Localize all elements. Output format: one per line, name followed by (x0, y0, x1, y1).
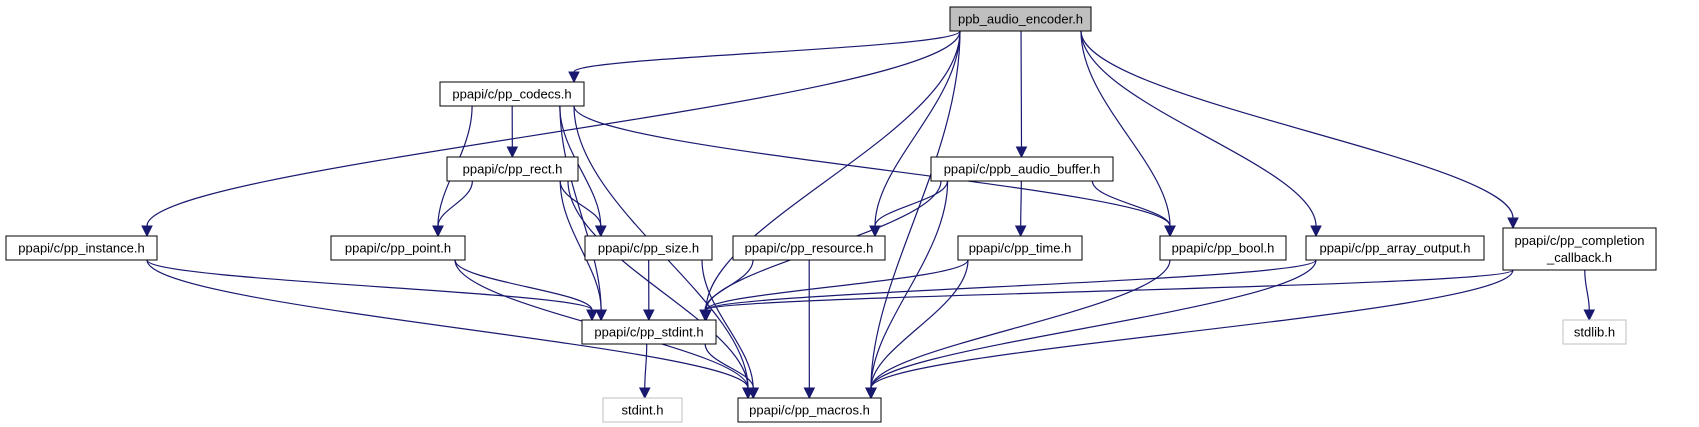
node-box (1502, 227, 1657, 271)
edge-root-to-array_output (1080, 30, 1322, 238)
edge-root-to-resource (869, 30, 961, 238)
edge-rect-to-macros (567, 180, 754, 400)
node-label: stdint.h (622, 403, 664, 418)
edge-stdint_pp-to-macros (704, 343, 760, 400)
node-completion[interactable]: ppapi/c/pp_completion _callback.h (1502, 227, 1657, 271)
arrowhead (869, 225, 881, 238)
arrowhead (865, 387, 877, 400)
arrowhead (1583, 309, 1596, 322)
node-instance[interactable]: ppapi/c/pp_instance.h (5, 235, 158, 261)
arrowhead (595, 309, 608, 322)
node-box (584, 235, 713, 261)
node-bool[interactable]: ppapi/c/pp_bool.h (1159, 235, 1287, 261)
edge-root-to-codecs (568, 30, 961, 84)
arrowhead (1014, 225, 1027, 238)
arrowhead (1310, 225, 1322, 238)
arrowhead (1507, 217, 1519, 230)
edge-audio_buffer-to-time (1014, 180, 1027, 238)
node-codecs[interactable]: ppapi/c/pp_codecs.h (439, 81, 585, 107)
edge-audio_buffer-to-resource (869, 180, 949, 238)
edge-stdint_pp-to-stdint (638, 343, 651, 400)
node-point[interactable]: ppapi/c/pp_point.h (330, 235, 466, 261)
edge-array_output-to-stdint_pp (700, 259, 1317, 322)
node-box (957, 235, 1083, 261)
edge-audio_buffer-to-bool (1091, 180, 1176, 238)
node-label: ppb_audio_encoder.h (958, 12, 1083, 27)
arrowhead (568, 71, 580, 84)
edge-size-to-stdint_pp (643, 259, 655, 322)
node-box (1305, 235, 1485, 261)
arrowhead (506, 146, 519, 159)
node-time[interactable]: ppapi/c/pp_time.h (957, 235, 1083, 261)
arrowhead (747, 387, 760, 400)
edge-resource-to-macros (803, 259, 816, 400)
node-label: ppapi/c/pp_bool.h (1172, 241, 1275, 256)
node-box (5, 235, 158, 261)
node-audio-buffer[interactable]: ppapi/c/ppb_audio_buffer.h (930, 156, 1114, 182)
node-box (446, 156, 579, 182)
edge-root-to-completion (1080, 30, 1519, 230)
node-label: ppapi/c/pp_resource.h (745, 241, 874, 256)
arrowhead (643, 309, 655, 322)
node-label: ppapi/c/pp_instance.h (18, 241, 144, 256)
edge-rect-to-point (432, 180, 474, 238)
arrowhead (595, 225, 607, 238)
edge-array_output-to-macros (865, 259, 1317, 400)
node-box (581, 319, 717, 345)
node-box (737, 397, 882, 423)
node-label: ppapi/c/pp_codecs.h (452, 87, 571, 102)
arrowhead (700, 309, 712, 322)
nodes-layer: ppb_audio_encoder.h ppapi/c/pp_codecs.hpp… (5, 6, 1657, 423)
edge-completion-to-macros (865, 269, 1514, 400)
arrowhead (803, 387, 816, 400)
edge-completion-to-stdlib (1583, 269, 1596, 322)
node-box (1562, 319, 1627, 345)
node-macros[interactable]: ppapi/c/pp_macros.h (737, 397, 882, 423)
arrowhead (141, 225, 153, 238)
edge-rect-to-size (559, 180, 607, 238)
node-box (439, 81, 585, 107)
node-label: ppapi/c/pp_completion (1514, 233, 1644, 248)
node-label: ppapi/c/pp_rect.h (463, 162, 563, 177)
arrowhead (586, 309, 598, 322)
node-label: ppapi/c/pp_time.h (969, 241, 1072, 256)
edge-instance-to-stdint_pp (146, 259, 598, 322)
node-rect[interactable]: ppapi/c/pp_rect.h (446, 156, 579, 182)
node-label: stdlib.h (1574, 325, 1615, 340)
node-label: ppapi/c/pp_stdint.h (594, 325, 703, 340)
edge-rect-to-stdint_pp (559, 180, 608, 322)
edge-root-to-stdint_pp (700, 30, 961, 322)
node-label: ppapi/c/ppb_audio_buffer.h (944, 162, 1101, 177)
node-box (732, 235, 886, 261)
node-label: ppapi/c/pp_array_output.h (1319, 241, 1470, 256)
edge-completion-to-stdint_pp (700, 269, 1514, 322)
edges-layer (141, 30, 1596, 400)
node-label: _callback.h (1546, 250, 1612, 265)
node-resource[interactable]: ppapi/c/pp_resource.h (732, 235, 886, 261)
node-box (330, 235, 466, 261)
node-root[interactable]: ppb_audio_encoder.h (949, 6, 1092, 32)
node-array-output[interactable]: ppapi/c/pp_array_output.h (1305, 235, 1485, 261)
edge-codecs-to-rect (506, 105, 519, 159)
edge-root-to-audio_buffer (1015, 30, 1028, 159)
node-label: ppapi/c/pp_macros.h (749, 403, 870, 418)
node-label: ppapi/c/pp_point.h (345, 241, 451, 256)
node-stdlib: stdlib.h (1562, 319, 1627, 345)
node-box (930, 156, 1114, 182)
node-box (949, 6, 1092, 32)
node-stdint-pp[interactable]: ppapi/c/pp_stdint.h (581, 319, 717, 345)
node-stdint: stdint.h (602, 397, 683, 423)
arrowhead (1015, 146, 1028, 159)
node-size[interactable]: ppapi/c/pp_size.h (584, 235, 713, 261)
edge-point-to-stdint_pp (454, 259, 598, 322)
node-label: ppapi/c/pp_size.h (598, 241, 699, 256)
node-box (602, 397, 683, 423)
edge-root-to-instance (141, 30, 961, 238)
arrowhead (1164, 225, 1176, 238)
arrowhead (638, 387, 651, 400)
arrowhead (432, 225, 444, 238)
node-box (1159, 235, 1287, 261)
